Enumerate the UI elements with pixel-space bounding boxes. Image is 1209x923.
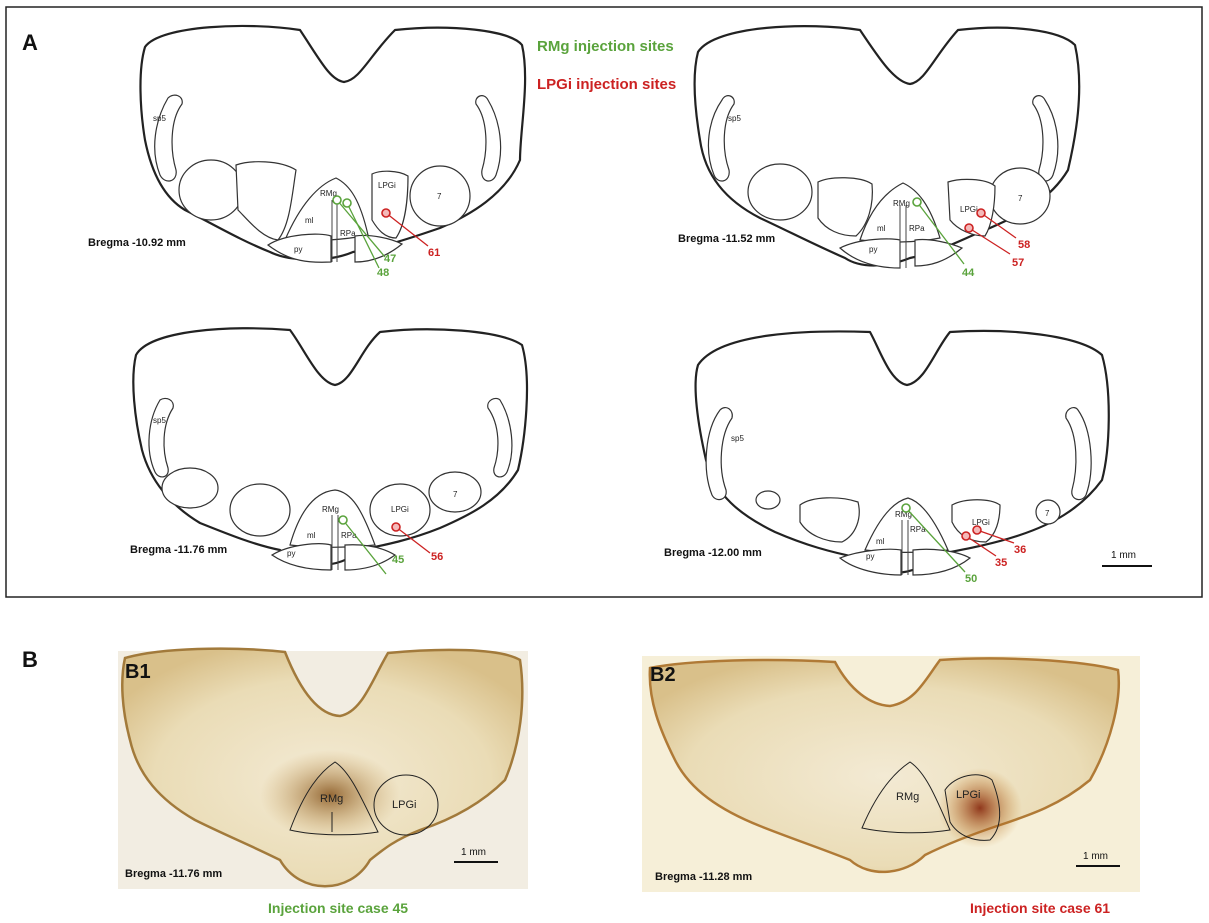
sp5-label-2: sp5: [728, 114, 741, 123]
py-label-4: py: [866, 552, 874, 561]
b1-caption: Injection site case 45: [268, 900, 408, 916]
case-56: 56: [431, 551, 443, 563]
py-label-3: py: [287, 549, 295, 558]
case-57: 57: [1012, 257, 1024, 269]
b2-scale-label: 1 mm: [1083, 851, 1108, 862]
sp5-label-1: sp5: [153, 114, 166, 123]
py-label-2: py: [869, 245, 877, 254]
b2-micrograph: B2 RMg LPGi Bregma -11.28 mm 1 mm: [642, 656, 1140, 892]
case-35: 35: [995, 557, 1007, 569]
ml-label-1: ml: [305, 216, 314, 225]
legend-rmg: RMg injection sites: [537, 38, 674, 55]
b1-micrograph: B1 RMg LPGi Bregma -11.76 mm 1 mm: [118, 649, 528, 889]
rmg-label-3: RMg: [322, 505, 339, 514]
bregma-4: Bregma -12.00 mm: [664, 547, 762, 559]
bregma-1: Bregma -10.92 mm: [88, 237, 186, 249]
case-44: 44: [962, 267, 975, 279]
case-61: 61: [428, 247, 440, 259]
b1-scale-label: 1 mm: [461, 847, 486, 858]
ml-label-3: ml: [307, 531, 316, 540]
panel-b-letter: B: [22, 647, 38, 672]
seven-label-1: 7: [437, 192, 442, 201]
b2-bregma: Bregma -11.28 mm: [655, 871, 752, 883]
b2-label: B2: [650, 664, 676, 686]
b2-lpgi-label: LPGi: [956, 789, 980, 801]
sp5-label-3: sp5: [153, 416, 166, 425]
case-58: 58: [1018, 239, 1030, 251]
rpa-label-1: RPa: [340, 229, 356, 238]
legend-lpgi: LPGi injection sites: [537, 76, 676, 93]
rmg-label-2: RMg: [893, 199, 910, 208]
bregma-3: Bregma -11.76 mm: [130, 544, 227, 556]
panel-a-letter: A: [22, 30, 38, 55]
b1-label: B1: [125, 661, 151, 683]
case-47: 47: [384, 253, 396, 265]
ml-label-2: ml: [877, 224, 886, 233]
case-48: 48: [377, 267, 389, 279]
lpgi-label-3: LPGi: [391, 505, 409, 514]
py-label-1: py: [294, 245, 302, 254]
lpgi-label-4: LPGi: [972, 518, 990, 527]
seven-label-2: 7: [1018, 194, 1023, 203]
scale-bar-a-label: 1 mm: [1111, 550, 1136, 561]
rpa-label-2: RPa: [909, 224, 925, 233]
lpgi-label-2: LPGi: [960, 205, 978, 214]
ml-label-4: ml: [876, 537, 885, 546]
bregma-2: Bregma -11.52 mm: [678, 233, 775, 245]
case-36: 36: [1014, 544, 1026, 556]
seven-label-4: 7: [1045, 509, 1050, 518]
seven-label-3: 7: [453, 490, 458, 499]
b2-rmg-label: RMg: [896, 791, 919, 803]
b1-bregma: Bregma -11.76 mm: [125, 868, 222, 880]
case-50: 50: [965, 573, 977, 585]
b1-rmg-label: RMg: [320, 793, 343, 805]
lpgi-label-1: LPGi: [378, 181, 396, 190]
case-45: 45: [392, 554, 404, 566]
b1-lpgi-label: LPGi: [392, 799, 416, 811]
b2-caption: Injection site case 61: [970, 900, 1110, 916]
sp5-label-4: sp5: [731, 434, 744, 443]
